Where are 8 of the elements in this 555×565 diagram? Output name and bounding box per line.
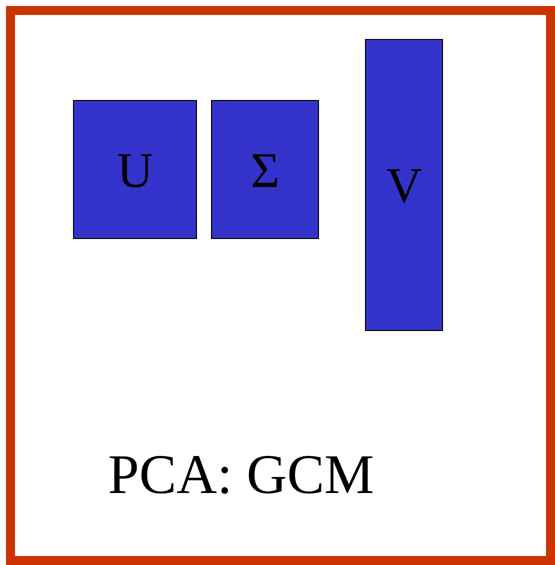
matrix-label: U	[116, 144, 154, 194]
caption-text: PCA: GCM	[108, 447, 374, 503]
matrix-label: Σ	[250, 144, 280, 194]
frame-panel	[6, 6, 555, 565]
matrix-label: V	[386, 160, 422, 210]
matrix-block	[211, 100, 319, 239]
matrix-block	[365, 39, 443, 331]
matrix-block	[73, 100, 197, 239]
